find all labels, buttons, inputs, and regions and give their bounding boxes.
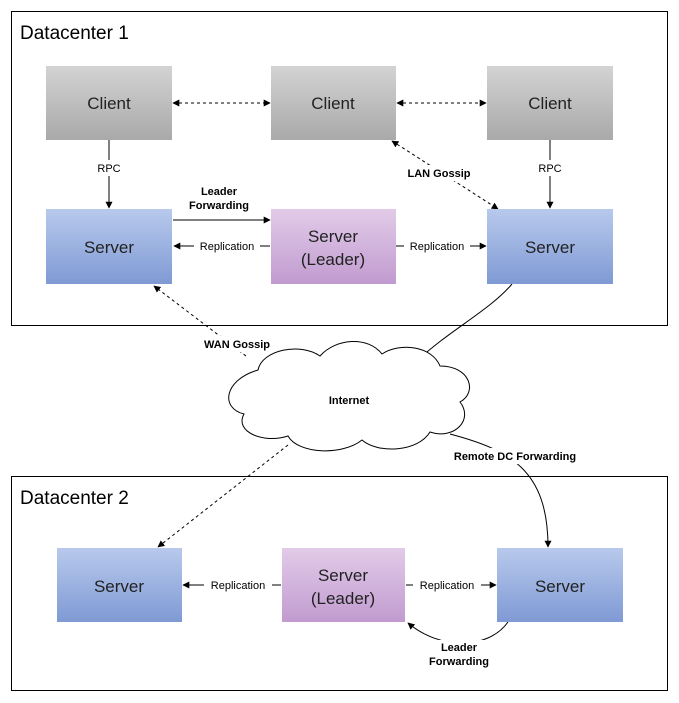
dc1-client-middle[interactable]: Client (271, 66, 396, 140)
dc1-server-right[interactable]: Server (487, 209, 613, 284)
server-to-internet-link (417, 283, 513, 361)
dc2-replication-left-label-bg (204, 577, 272, 593)
datacenter-2-title: Datacenter 2 (20, 488, 129, 509)
dc1-server-left-label: Server (84, 238, 134, 257)
dc1-client-middle-label: Client (311, 94, 355, 113)
dc2-server-right-label: Server (535, 577, 585, 596)
dc2-leader-forwarding-label-bg (424, 640, 496, 670)
dc1-client-right-label: Client (528, 94, 572, 113)
dc1-server-left[interactable]: Server (46, 209, 172, 284)
internet-label: Internet (329, 395, 370, 407)
dc1-client-left-label: Client (87, 94, 131, 113)
dc1-replication-left-label-bg (194, 238, 260, 254)
dc2-replication-right-label: Replication (420, 580, 474, 592)
internet-cloud (228, 341, 470, 452)
rpc-left-label: RPC (97, 163, 120, 175)
dc1-client-right[interactable]: Client (487, 66, 613, 140)
dc1-leader-forwarding-label-line1: Leader (201, 186, 238, 198)
datacenter-1-title: Datacenter 1 (20, 23, 129, 44)
remote-dc-forwarding-arrow (449, 433, 552, 548)
dc1-server-right-label: Server (525, 238, 575, 257)
dc2-server-right[interactable]: Server (497, 548, 623, 622)
dc2-leader-forwarding-label-line1: Leader (441, 642, 478, 654)
rpc-left-label-bg (93, 160, 125, 176)
remote-dc-forwarding-label: Remote DC Forwarding (454, 451, 576, 463)
dc1-server-leader-label-line1: Server (308, 227, 358, 246)
dc2-server-leader-label-line2: (Leader) (311, 589, 375, 608)
lan-gossip-label: LAN Gossip (408, 168, 471, 180)
dc1-replication-right-label-bg (404, 238, 470, 254)
dc1-replication-left-label: Replication (200, 241, 254, 253)
wan-gossip-label: WAN Gossip (204, 339, 270, 351)
dc2-replication-left-label: Replication (211, 580, 265, 592)
wan-gossip-label-bg (198, 336, 276, 352)
dc1-leader-forwarding-label-line2: Forwarding (189, 200, 249, 212)
rpc-right-label-bg (534, 160, 566, 176)
dc1-leader-forwarding-label-bg (183, 184, 255, 214)
dc2-server-leader[interactable]: Server (Leader) (282, 548, 405, 622)
remote-dc-forwarding-label-bg (446, 448, 584, 464)
dc1-server-leader-label-line2: (Leader) (301, 250, 365, 269)
dc2-replication-right-label-bg (413, 577, 481, 593)
rpc-right-label: RPC (538, 163, 561, 175)
dc1-client-left[interactable]: Client (46, 66, 172, 140)
dc2-server-leader-label-line1: Server (318, 566, 368, 585)
dc2-leader-forwarding-label-line2: Forwarding (429, 656, 489, 668)
dc1-server-leader[interactable]: Server (Leader) (271, 209, 396, 284)
lan-gossip-label-bg (402, 165, 476, 181)
dc2-server-left-label: Server (94, 577, 144, 596)
dc1-replication-right-label: Replication (410, 241, 464, 253)
dc2-server-left[interactable]: Server (57, 548, 182, 622)
